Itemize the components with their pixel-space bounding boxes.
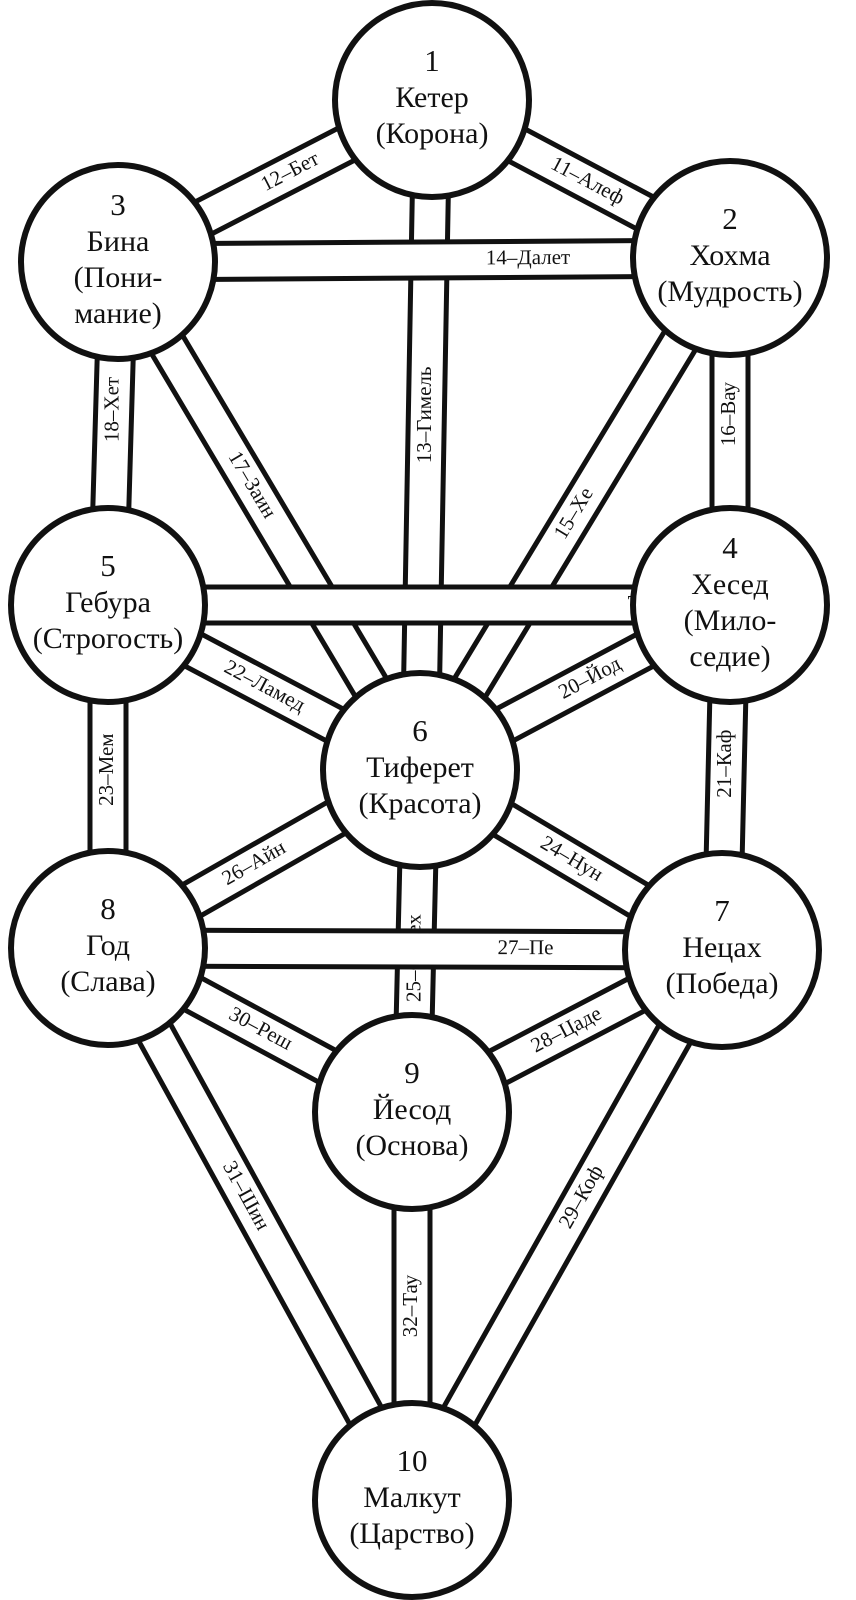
sephira-name: Гебура <box>65 586 151 619</box>
sephira-name: Нецах <box>682 931 761 964</box>
sephira-meaning: седие) <box>689 640 770 673</box>
sephira-circle <box>630 505 830 705</box>
sephira-circle <box>320 670 520 870</box>
sephira-circle <box>312 1400 512 1600</box>
sephira-meaning: мание) <box>74 297 162 330</box>
path-label: 21–Каф <box>712 730 736 798</box>
sephira-name: Йесод <box>373 1093 451 1126</box>
sephira-number: 8 <box>100 891 116 926</box>
sephira-name: Хохма <box>689 239 770 272</box>
sephira-meaning: (Мудрость) <box>657 275 802 308</box>
sephira-meaning: (Красота) <box>358 787 481 820</box>
sephira-circle <box>622 850 822 1050</box>
sephira-number: 10 <box>397 1443 428 1478</box>
sephira-meaning: (Корона) <box>376 117 489 150</box>
sephira-circle <box>18 162 218 362</box>
sephira-number: 5 <box>100 548 116 583</box>
path-label: 13–Гимель <box>412 367 436 464</box>
sephira-number: 7 <box>714 893 730 928</box>
path-label: 16–Вау <box>716 382 740 447</box>
path-4-5 <box>105 584 733 626</box>
path-label: 18–Хет <box>100 377 124 442</box>
sephira-number: 2 <box>722 201 738 236</box>
sephira-name: Хесед <box>691 568 769 601</box>
sephira-meaning: (Строгость) <box>33 622 183 655</box>
sephira-circle <box>630 158 830 358</box>
sephira-meaning: (Победа) <box>665 967 778 1000</box>
sephira-meaning: (Слава) <box>60 965 155 998</box>
path-label: 27–Пе <box>497 935 553 959</box>
sephira-name: Кетер <box>395 81 469 114</box>
sephira-number: 1 <box>424 43 440 78</box>
sephira-circle <box>332 0 532 200</box>
sephira-meaning: (Мило- <box>684 604 777 637</box>
sephira-circle <box>8 848 208 1048</box>
path-label: 14–Далет <box>486 245 570 270</box>
sephira-number: 9 <box>404 1055 420 1090</box>
sephira-number: 3 <box>110 187 126 222</box>
sephira-name: Год <box>86 929 130 962</box>
sephira-circle <box>312 1012 512 1212</box>
sephira-meaning: (Пони- <box>74 261 163 294</box>
path-label: 23–Мем <box>94 733 118 806</box>
path-label: 32–Тау <box>398 1274 422 1337</box>
sephira-number: 6 <box>412 713 428 748</box>
sephira-number: 4 <box>722 530 738 565</box>
sephira-name: Тиферет <box>366 751 474 784</box>
sephira-name: Бина <box>87 225 150 258</box>
sephira-circle <box>8 505 208 705</box>
sephira-meaning: (Царство) <box>349 1517 474 1550</box>
path-bar <box>105 584 733 626</box>
sephira-name: Малкут <box>363 1481 461 1514</box>
sephira-meaning: (Основа) <box>355 1129 468 1162</box>
